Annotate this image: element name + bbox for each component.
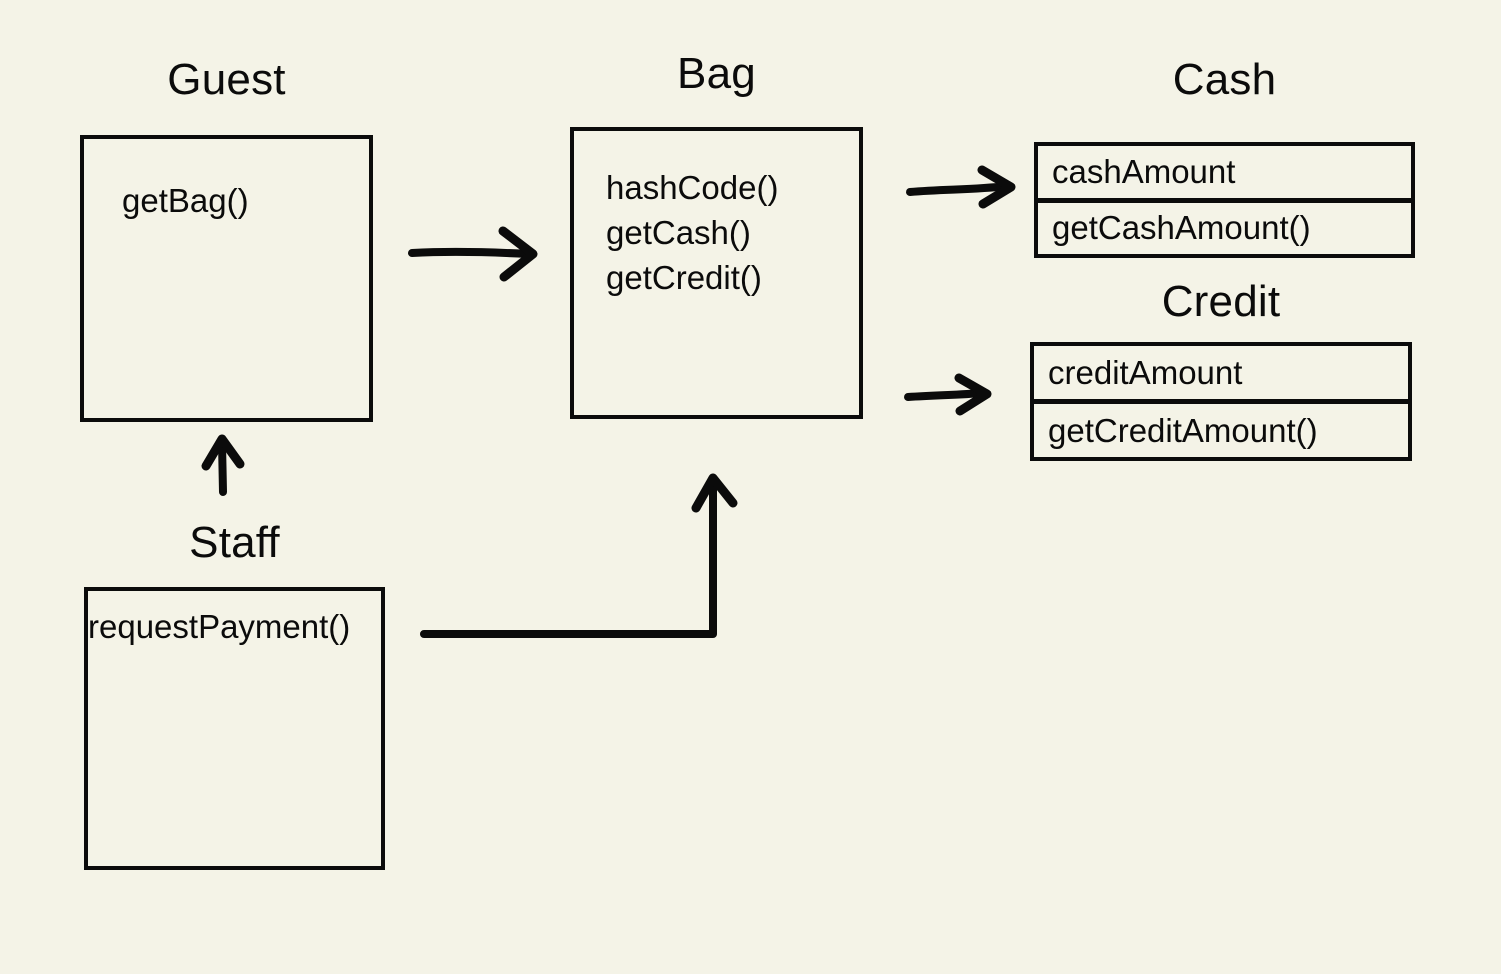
class-members-staff: requestPayment() [88,604,350,649]
class-box-guest[interactable] [80,135,373,422]
class-method-row: getCreditAmount() [1034,399,1408,457]
class-title-bag: Bag [677,49,756,98]
member-item: getBag() [122,182,249,219]
class-title-staff: Staff [189,518,280,567]
arrow-staff-to-bag [420,473,738,638]
member-item: getCash() [606,214,751,251]
arrow-guest-to-bag [408,226,538,282]
class-box-credit[interactable]: creditAmount getCreditAmount() [1030,342,1412,461]
arrow-bag-to-credit [904,373,992,416]
arrow-staff-to-guest [201,434,245,496]
class-title-credit: Credit [1161,277,1281,326]
class-attribute-row: creditAmount [1048,353,1243,391]
class-members-guest: getBag() [122,178,249,223]
class-box-cash[interactable]: cashAmount getCashAmount() [1034,142,1415,258]
member-item: getCredit() [606,259,762,296]
member-item: requestPayment() [88,608,351,645]
arrow-bag-to-cash [906,165,1016,209]
class-title-cash: Cash [1172,55,1277,104]
member-item: hashCode() [606,169,779,206]
class-box-bag[interactable] [570,127,863,419]
class-box-staff[interactable] [84,587,385,870]
class-members-bag: hashCode() getCash() getCredit() [606,165,778,300]
class-title-guest: Guest [167,55,286,104]
class-attribute-row: cashAmount [1052,152,1236,190]
class-method-row: getCashAmount() [1038,197,1411,255]
